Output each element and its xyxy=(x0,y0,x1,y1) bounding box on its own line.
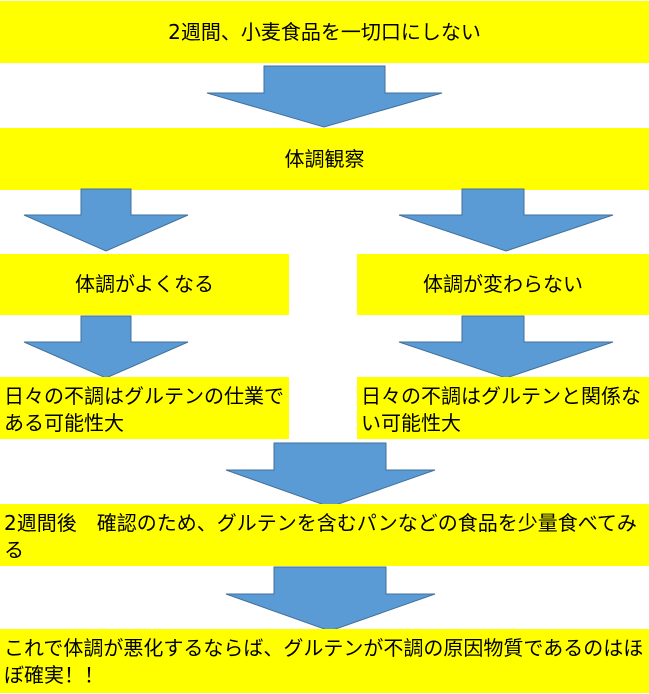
branch-right-result-text: 日々の不調はグルテンと関係ない可能性大 xyxy=(361,384,641,435)
arrow-down-left-1 xyxy=(23,188,189,252)
arrow-down-2-shape xyxy=(225,442,436,508)
step2-box: 体調観察 xyxy=(0,128,649,190)
arrow-down-1 xyxy=(206,65,443,128)
arrow-down-right-2-shape xyxy=(398,315,614,379)
branch-right-condition-text: 体調が変わらない xyxy=(423,272,583,296)
arrow-down-right-1 xyxy=(398,188,614,252)
step3-box: 2週間後 確認のため、グルテンを含むパンなどの食品を少量食べてみる xyxy=(0,504,649,566)
arrow-down-2 xyxy=(225,442,436,508)
arrow-down-left-1-shape xyxy=(23,188,189,252)
step3-text: 2週間後 確認のため、グルテンを含むパンなどの食品を少量食べてみる xyxy=(4,511,637,562)
conclusion-box: これで体調が悪化するならば、グルテンが不調の原因物質であるのはほぼ確実！！ xyxy=(0,629,649,693)
branch-left-result-text: 日々の不調はグルテンの仕業である可能性大 xyxy=(4,384,284,435)
step1-box: 2週間、小麦食品を一切口にしない xyxy=(0,1,649,63)
arrow-down-3 xyxy=(225,566,436,632)
branch-left-result-box: 日々の不調はグルテンの仕業である可能性大 xyxy=(0,377,289,439)
branch-right-condition-box: 体調が変わらない xyxy=(357,254,649,315)
arrow-down-right-1-shape xyxy=(398,188,614,252)
branch-left-condition-text: 体調がよくなる xyxy=(75,272,214,296)
conclusion-text: これで体調が悪化するならば、グルテンが不調の原因物質であるのはほぼ確実！！ xyxy=(4,636,644,687)
step1-text: 2週間、小麦食品を一切口にしない xyxy=(168,19,481,44)
branch-left-condition-box: 体調がよくなる xyxy=(0,254,289,315)
arrow-down-left-2 xyxy=(23,315,189,379)
arrow-down-left-2-shape xyxy=(23,315,189,379)
arrow-down-1-shape xyxy=(206,65,443,128)
arrow-down-right-2 xyxy=(398,315,614,379)
arrow-down-3-shape xyxy=(225,566,436,632)
step2-text: 体調観察 xyxy=(284,146,365,171)
branch-right-result-box: 日々の不調はグルテンと関係ない可能性大 xyxy=(357,377,649,439)
